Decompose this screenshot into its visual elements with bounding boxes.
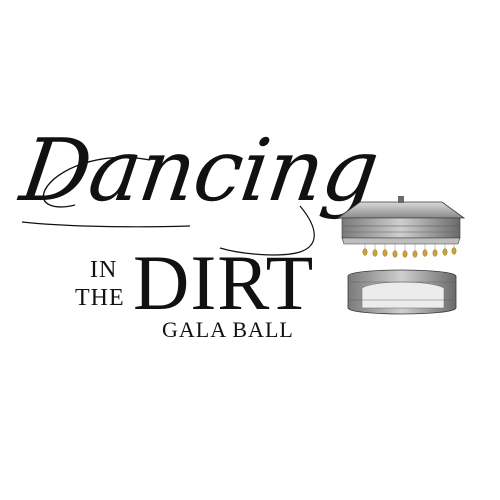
small-word-the: THE (75, 285, 125, 311)
small-word-in: IN (90, 257, 118, 283)
subtitle-gala-ball: GALA BALL (162, 317, 294, 342)
bandstand-icon (336, 196, 466, 315)
script-title: Dancing (14, 121, 384, 221)
big-title-dirt: DIRT (133, 239, 315, 326)
